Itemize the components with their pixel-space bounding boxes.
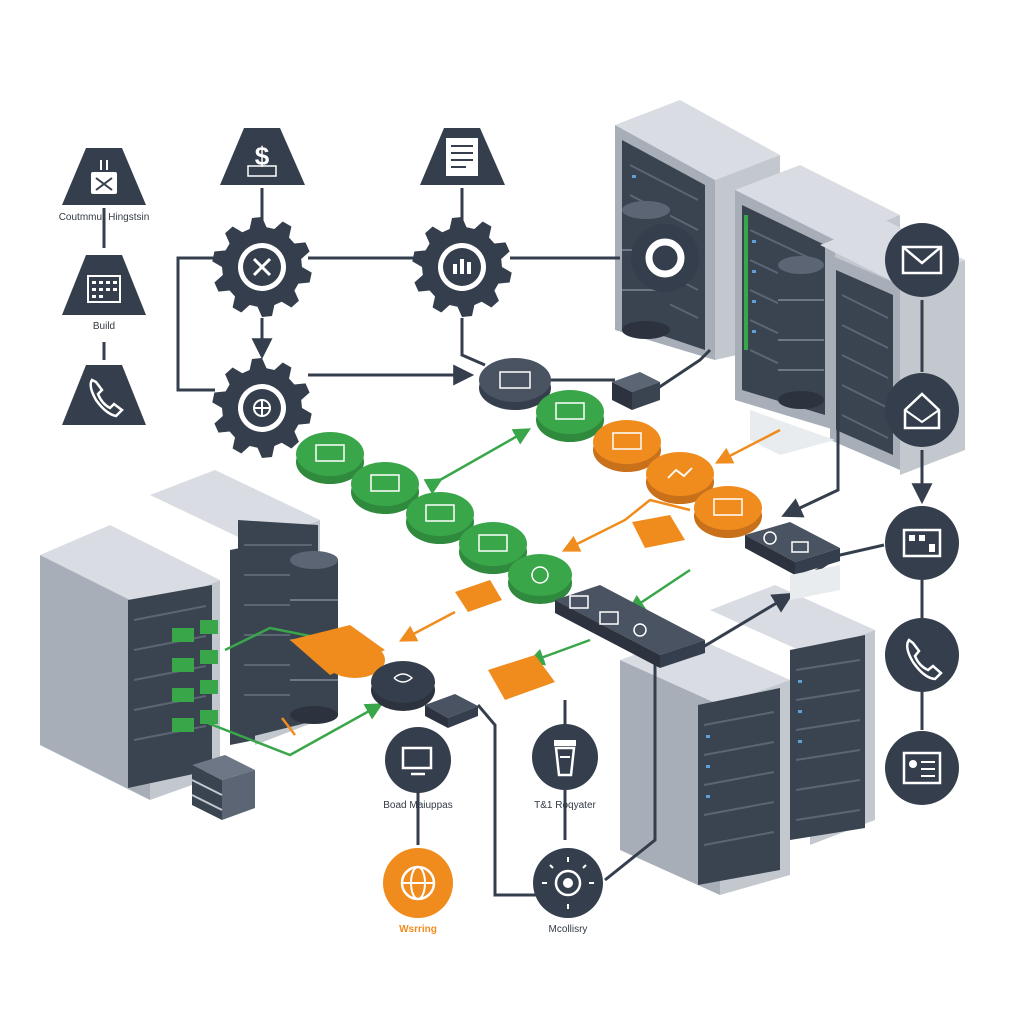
- small-server-stack: [191, 755, 255, 820]
- database-cylinder-right: [778, 256, 824, 409]
- sensor-icon[interactable]: [533, 848, 603, 918]
- continuous-integration-label: Coutmmur Hingstsin: [58, 212, 150, 223]
- server-rack-cluster-bottom-right: [620, 585, 875, 895]
- green-node-3[interactable]: [351, 462, 419, 514]
- orange-tag-3[interactable]: [488, 655, 555, 700]
- gear-chart-icon[interactable]: [412, 217, 512, 317]
- orange-tag-1[interactable]: [632, 515, 685, 548]
- green-node-4[interactable]: [406, 492, 474, 544]
- ring-node-icon: [631, 224, 699, 292]
- gear-close-icon[interactable]: [212, 217, 312, 317]
- build-label: Build: [92, 321, 116, 332]
- home-icon[interactable]: [885, 373, 959, 447]
- connector-lines: [102, 188, 933, 897]
- green-node-1[interactable]: [536, 390, 604, 442]
- contact-card-icon[interactable]: [885, 731, 959, 805]
- report-document-icon[interactable]: [420, 128, 505, 185]
- dollar-document-icon[interactable]: $: [220, 128, 305, 185]
- envelope-icon[interactable]: [885, 223, 959, 297]
- wrench-box-icon[interactable]: [62, 148, 146, 205]
- router-box: [612, 372, 660, 410]
- orange-flow-arrows: [281, 428, 781, 736]
- board-label: Boad Maiuppas: [383, 800, 453, 811]
- calculator-icon[interactable]: [62, 255, 146, 315]
- trash-can-icon[interactable]: [532, 724, 598, 790]
- warning-globe-icon[interactable]: [383, 848, 453, 918]
- registry-label: T&1 Roqyater: [534, 800, 596, 811]
- process-node-dark-1[interactable]: [479, 358, 551, 410]
- device-stand: [790, 565, 840, 600]
- server-rack-cluster-bottom-left: [40, 470, 338, 820]
- mobility-label: Mcollisry: [548, 924, 588, 935]
- gear-network-icon[interactable]: [212, 358, 312, 458]
- green-node-5[interactable]: [459, 522, 527, 574]
- monitor-icon[interactable]: [385, 727, 451, 793]
- green-status-modules: [172, 620, 218, 732]
- dashboard-icon[interactable]: [885, 506, 959, 580]
- svg-text:$: $: [255, 141, 270, 171]
- green-node-2[interactable]: [296, 432, 364, 484]
- phone-icon[interactable]: [885, 618, 959, 692]
- warning-label: Wsrring: [399, 924, 437, 935]
- server-rack-cluster-top-right: [615, 100, 965, 475]
- green-node-6[interactable]: [508, 554, 572, 604]
- orange-tag-2[interactable]: [455, 580, 502, 612]
- orange-node-cluster[interactable]: [290, 625, 385, 678]
- dark-node-bottom-1[interactable]: [371, 661, 435, 711]
- phone-icon[interactable]: [62, 365, 146, 425]
- dark-connector-box: [425, 694, 478, 728]
- orange-node-3[interactable]: [694, 486, 762, 538]
- orange-node-1[interactable]: [593, 420, 661, 472]
- orange-node-2[interactable]: [646, 452, 714, 504]
- dark-device-bar-1[interactable]: [555, 585, 705, 668]
- dark-device-bar-2[interactable]: [745, 522, 840, 575]
